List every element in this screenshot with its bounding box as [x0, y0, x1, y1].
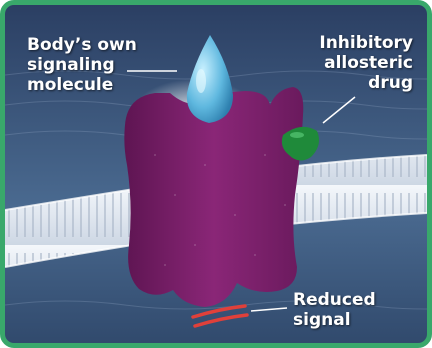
- label-reduced-signal: Reduced signal: [293, 290, 376, 330]
- label-line: signaling: [27, 55, 137, 75]
- leader-reduced: [251, 308, 287, 311]
- leader-drug: [323, 97, 355, 123]
- label-line: Reduced: [293, 290, 376, 310]
- label-line: drug: [319, 73, 413, 93]
- label-line: Inhibitory: [319, 33, 413, 53]
- signaling-molecule: [187, 35, 233, 123]
- label-line: Body’s own: [27, 35, 137, 55]
- label-signaling-molecule: Body’s own signaling molecule: [27, 35, 137, 95]
- label-allosteric-drug: Inhibitory allosteric drug: [319, 33, 413, 93]
- label-line: molecule: [27, 75, 137, 95]
- label-line: signal: [293, 310, 376, 330]
- label-line: allosteric: [319, 53, 413, 73]
